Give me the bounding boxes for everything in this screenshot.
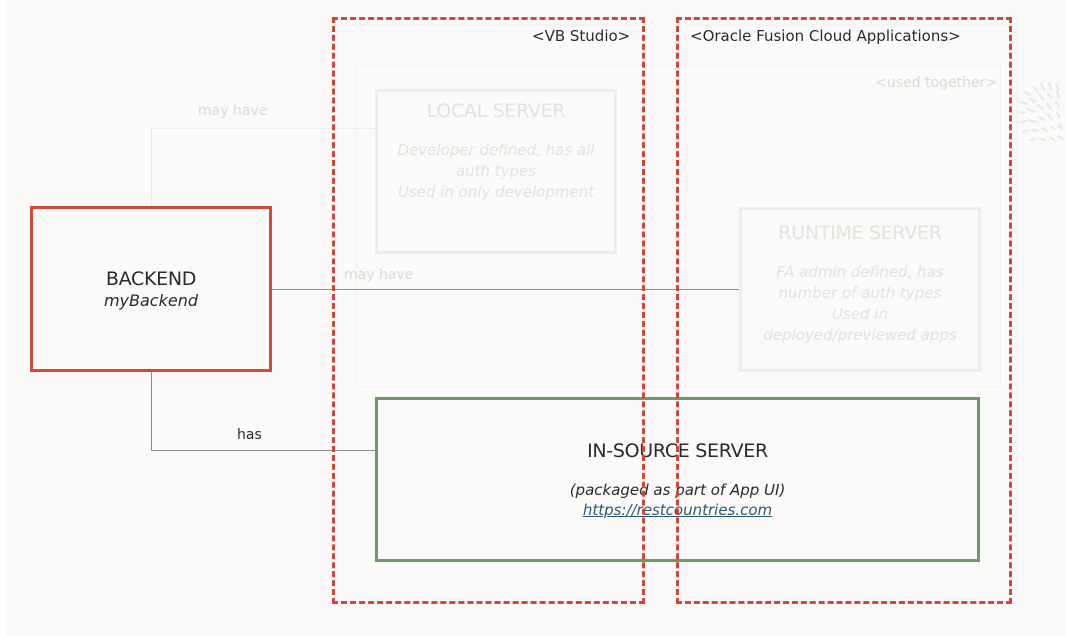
diagram-canvas: <used together> may have may have has LO… [5, 0, 1066, 636]
fusion-cloud-region [676, 17, 1012, 604]
runtime-server-desc-4: deployed/previewed apps [763, 326, 957, 344]
watermark-pattern-icon [1018, 82, 1063, 141]
runtime-server-title: RUNTIME SERVER [778, 222, 942, 244]
local-server-desc-3: Used in only development [397, 183, 595, 201]
runtime-server-desc-1: FA admin defined, has [776, 263, 944, 281]
fusion-cloud-label: <Oracle Fusion Cloud Applications> [690, 27, 961, 45]
edge-label-has: has [237, 427, 262, 443]
edge-insource-horizontal [151, 450, 376, 451]
runtime-server-node[interactable]: RUNTIME SERVER FA admin defined, has num… [739, 207, 981, 372]
edge-local-vertical [151, 128, 152, 208]
edge-label-may-have-runtime: may have [344, 267, 414, 283]
backend-title: BACKEND [105, 267, 197, 290]
local-server-node[interactable]: LOCAL SERVER Developer defined, has all … [375, 89, 617, 254]
used-together-label: <used together> [875, 75, 997, 91]
edge-label-may-have-local: may have [198, 103, 268, 119]
edge-runtime-line [271, 289, 739, 290]
backend-subtitle: myBackend [103, 290, 199, 310]
runtime-server-desc-2: number of auth types [778, 284, 942, 302]
local-server-desc-1: Developer defined, has all [397, 141, 595, 159]
local-server-title: LOCAL SERVER [426, 100, 566, 122]
backend-node[interactable]: BACKEND myBackend [30, 206, 272, 372]
vb-studio-label: <VB Studio> [532, 27, 631, 45]
local-server-desc-2: auth types [455, 162, 537, 180]
edge-local-horizontal [151, 128, 376, 129]
edge-insource-vertical [151, 371, 152, 451]
vb-studio-region [332, 17, 645, 604]
runtime-server-desc-3: Used in [832, 305, 888, 323]
